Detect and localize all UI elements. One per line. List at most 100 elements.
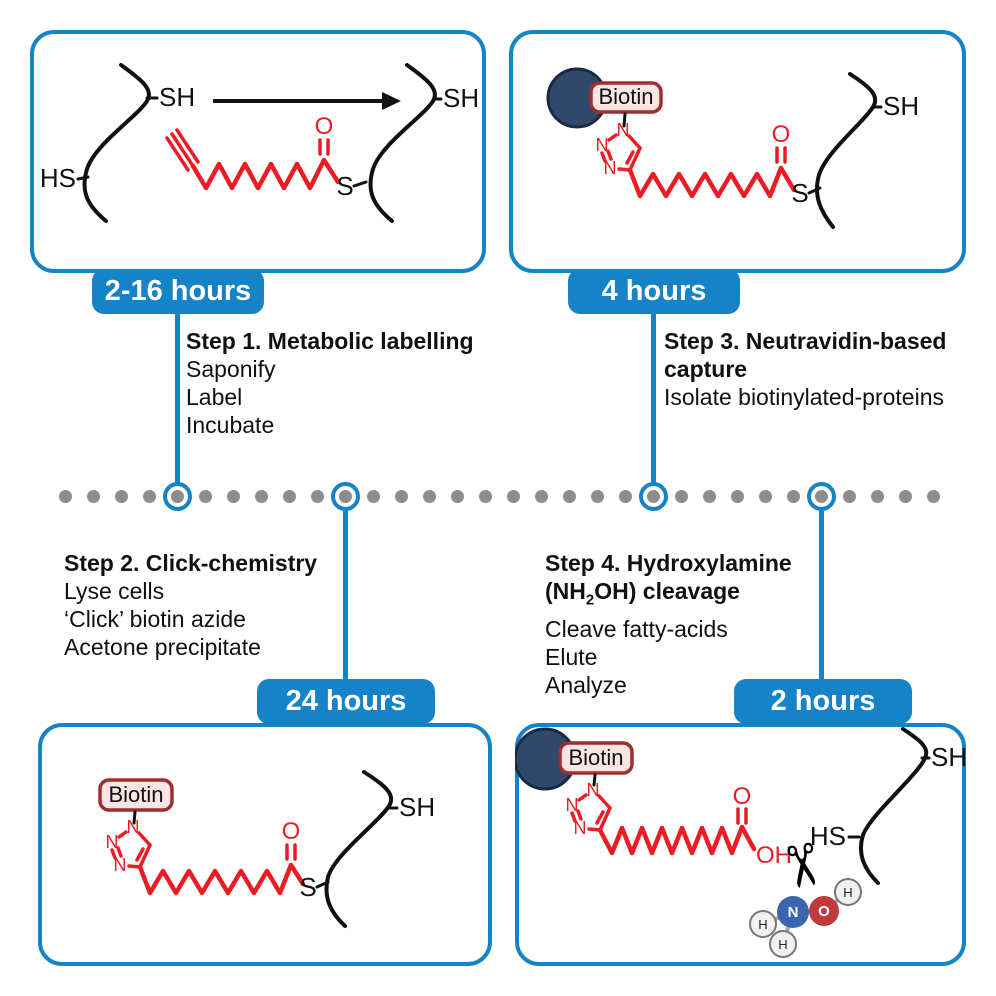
timeline-dot xyxy=(227,490,240,503)
biotin-tag: Biotin xyxy=(97,777,174,812)
protein-curve xyxy=(324,769,393,928)
nitrogen-label: N xyxy=(595,135,608,155)
panel1-chemistry-drawing: SH HS O S SH xyxy=(39,62,479,223)
biotin-tag: Biotin xyxy=(557,740,634,775)
step2-text-block: Step 2. Click-chemistry Lyse cells ‘Clic… xyxy=(64,549,317,661)
fatty-acid-chain xyxy=(137,862,305,895)
timeline-dot xyxy=(871,490,884,503)
scissors-icon: ✂ xyxy=(764,836,839,896)
thiol-label: SH xyxy=(159,82,195,112)
timeline-dot xyxy=(87,490,100,503)
step3-title-line2: capture xyxy=(664,356,748,382)
nitrogen-label: N xyxy=(603,158,616,178)
hydrogen-label: H xyxy=(843,885,852,900)
protein-curve xyxy=(858,726,928,885)
hydroxyl-label: OH xyxy=(756,842,792,869)
step4-text-block: Step 4. Hydroxylamine (NH2OH) cleavage C… xyxy=(545,549,792,699)
step1-text-block: Step 1. Metabolic labelling Saponify Lab… xyxy=(186,327,474,439)
panel3-chemistry-drawing: Biotin N N N O S xyxy=(97,769,435,928)
triazole-ring: N N N xyxy=(565,780,612,838)
timeline-dot xyxy=(423,490,436,503)
nitrogen-label: N xyxy=(126,817,139,837)
bond-tick xyxy=(352,180,367,187)
biotin-label: Biotin xyxy=(568,745,623,770)
step4-line: Cleave fatty-acids xyxy=(545,615,728,642)
timeline-dot xyxy=(899,490,912,503)
oxygen-label: O xyxy=(314,113,333,140)
hydrogen-ball xyxy=(833,877,862,906)
step4-line: Elute xyxy=(545,643,598,670)
panel-step2-click-product: Biotin N N N O S xyxy=(38,723,492,966)
carbonyl-double-bond xyxy=(317,137,330,156)
step1-title: Step 1. Metabolic labelling xyxy=(186,328,474,354)
carbonyl-double-bond xyxy=(774,145,787,164)
timeline-marker-ring xyxy=(163,482,192,511)
duration-badge-step1: 2-16 hours xyxy=(92,269,264,314)
connector-line-step4 xyxy=(819,511,824,681)
thiol-label: SH xyxy=(931,742,966,772)
protein-curve-left xyxy=(81,62,151,223)
biotin-label: Biotin xyxy=(108,782,163,807)
biotin-linker-bond xyxy=(622,112,626,127)
step4-title: Step 4. Hydroxylamine xyxy=(545,550,792,576)
duration-badge-step2: 24 hours xyxy=(257,679,435,724)
step1-line: Label xyxy=(186,384,243,410)
oxygen-label: O xyxy=(818,903,830,920)
hydrogen-ball xyxy=(748,909,777,938)
oxygen-ball xyxy=(808,895,839,926)
sulfur-label: S xyxy=(336,171,353,201)
fatty-acid-chain xyxy=(627,165,796,198)
connector-line-step2 xyxy=(343,511,348,681)
step2-line: Lyse cells xyxy=(64,578,165,604)
timeline-dot xyxy=(843,490,856,503)
triazole-ring: N N N xyxy=(105,817,152,875)
panel2-chemistry-drawing: Biotin N N N O S xyxy=(546,67,919,229)
hydroxylamine-molecule: N O H H H xyxy=(748,877,862,958)
connector-line-step1 xyxy=(175,311,180,483)
hydrogen-ball xyxy=(768,929,797,958)
thiol-label: SH xyxy=(399,792,435,822)
thiol-label: HS xyxy=(39,163,75,193)
biotin-label: Biotin xyxy=(598,84,653,109)
timeline-marker-ring xyxy=(331,482,360,511)
panel-step1-metabolic-labelling: SH HS O S SH xyxy=(30,30,486,273)
timeline-dot xyxy=(115,490,128,503)
timeline-dot xyxy=(535,490,548,503)
thiol-label: SH xyxy=(443,83,479,113)
timeline-dot xyxy=(59,490,72,503)
timeline-dot xyxy=(563,490,576,503)
step3-text-block: Step 3. Neutravidin-based capture Isolat… xyxy=(664,327,946,411)
timeline-dot xyxy=(927,490,940,503)
thiol-label: SH xyxy=(883,91,919,121)
nitrogen-label: N xyxy=(573,818,586,838)
biotin-tag: Biotin xyxy=(588,80,663,114)
bond-tick xyxy=(76,175,89,180)
timeline-dot xyxy=(479,490,492,503)
duration-badge-step3: 4 hours xyxy=(568,269,740,314)
nitrogen-ball xyxy=(776,895,809,928)
step3-title: Step 3. Neutravidin-based xyxy=(664,328,947,354)
connector-line-step3 xyxy=(651,311,656,483)
timeline-dot xyxy=(759,490,772,503)
step3-line: Isolate biotinylated-proteins xyxy=(664,384,944,410)
nitrogen-label: N xyxy=(787,904,798,921)
nitrogen-label: N xyxy=(105,832,118,852)
sulfur-label: S xyxy=(299,872,316,902)
timeline-dot xyxy=(787,490,800,503)
step4-title-line2: (NH2OH) cleavage xyxy=(545,578,740,609)
protein-curve-right xyxy=(367,62,437,223)
timeline-dot xyxy=(199,490,212,503)
timeline-dot xyxy=(311,490,324,503)
timeline-dot xyxy=(395,490,408,503)
alkyne-triple-bond xyxy=(164,127,200,172)
oxygen-label: O xyxy=(281,818,300,845)
biotin-linker-bond xyxy=(132,810,136,824)
timeline-dot xyxy=(143,490,156,503)
timeline-dot xyxy=(703,490,716,503)
triazole-ring: N N N xyxy=(595,120,642,178)
sulfur-label: S xyxy=(791,178,808,208)
carbonyl-double-bond xyxy=(284,842,297,861)
oxygen-label: O xyxy=(771,121,790,148)
reaction-arrow xyxy=(212,91,401,110)
